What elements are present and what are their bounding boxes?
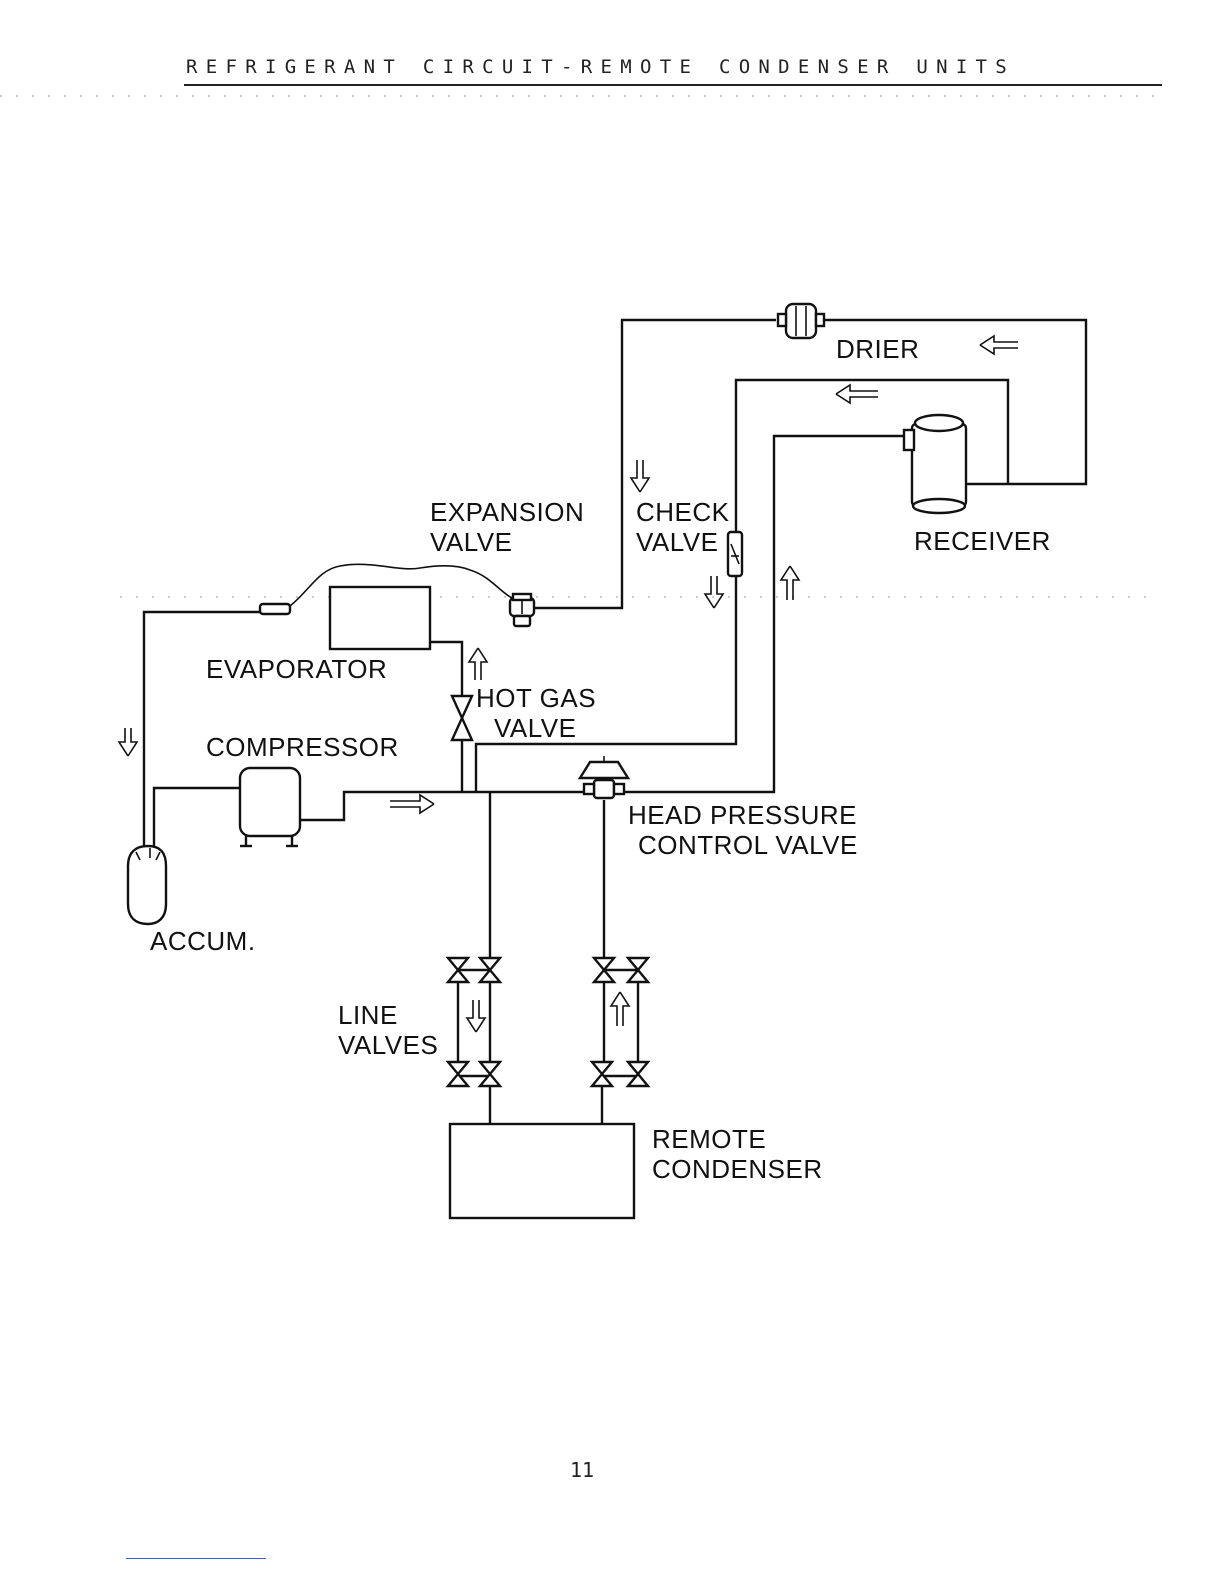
flow-arrow-left-icon xyxy=(836,385,878,403)
drier-label: DRIER xyxy=(836,334,919,364)
line-valve xyxy=(480,1062,500,1086)
flow-arrow-up-icon xyxy=(469,648,487,680)
expansion-valve-label: EXPANSION VALVE xyxy=(430,497,584,557)
remote-condenser-component xyxy=(450,1124,634,1218)
line-valve xyxy=(592,1062,612,1086)
drier-component xyxy=(778,304,824,338)
line-valves-label: LINE VALVES xyxy=(338,1000,438,1060)
flow-arrow-left-icon xyxy=(980,336,1018,354)
hot-gas-valve-label-line-1: HOT GAS xyxy=(476,683,596,713)
line-valve xyxy=(448,1062,468,1086)
line-valves-label-line-1: LINE xyxy=(338,1000,438,1030)
receiver-label: RECEIVER xyxy=(914,526,1051,556)
line-valves-label-line-2: VALVES xyxy=(338,1030,438,1060)
flow-arrow-down-icon xyxy=(467,1000,485,1032)
accumulator-compressor-pipe xyxy=(154,788,242,852)
footer-rule xyxy=(126,1558,266,1559)
accumulator-component xyxy=(128,846,166,924)
flow-arrow-down-icon xyxy=(631,460,649,492)
flow-arrow-right-icon xyxy=(390,795,434,813)
check-valve-label-line-2: VALVE xyxy=(636,527,730,557)
accumulator-label: ACCUM. xyxy=(150,926,256,956)
hot-gas-valve-label-line-2: VALVE xyxy=(476,713,596,743)
flow-arrow-down-icon xyxy=(119,728,137,756)
line-valve-piping xyxy=(458,970,638,1124)
receiver-inlet-pipe xyxy=(614,436,906,792)
evaporator-label: EVAPORATOR xyxy=(206,654,387,684)
flow-arrow-up-icon xyxy=(611,992,629,1026)
hot-gas-valve-component xyxy=(452,696,472,740)
line-valves-group xyxy=(448,958,648,1086)
liquid-line-pipe xyxy=(530,320,1086,608)
check-valve-label: CHECK VALVE xyxy=(636,497,730,557)
flow-arrow-down-icon xyxy=(705,576,723,608)
compressor-label: COMPRESSOR xyxy=(206,732,399,762)
remote-condenser-label: REMOTE CONDENSER xyxy=(652,1124,823,1184)
expansion-valve-label-line-2: VALVE xyxy=(430,527,584,557)
evaporator-component xyxy=(260,564,512,649)
line-valve xyxy=(628,1062,648,1086)
head-pressure-label-line-1: HEAD PRESSURE xyxy=(628,800,858,830)
hot-gas-valve-label: HOT GAS VALVE xyxy=(476,683,596,743)
flow-arrow-up-icon xyxy=(781,566,799,600)
page-number: 11 xyxy=(570,1458,594,1482)
head-pressure-control-valve-component xyxy=(580,756,628,798)
hot-gas-line-pipe xyxy=(430,642,462,792)
remote-condenser-label-line-2: CONDENSER xyxy=(652,1154,823,1184)
expansion-valve-component xyxy=(510,594,534,626)
head-pressure-label-line-2: CONTROL VALVE xyxy=(628,830,858,860)
check-valve-label-line-1: CHECK xyxy=(636,497,730,527)
receiver-component xyxy=(904,415,966,513)
check-valve-component xyxy=(728,532,742,576)
discharge-line-pipe xyxy=(298,792,588,820)
compressor-component xyxy=(240,768,300,846)
remote-condenser-label-line-1: REMOTE xyxy=(652,1124,823,1154)
head-pressure-control-valve-label: HEAD PRESSURE CONTROL VALVE xyxy=(628,800,858,860)
expansion-valve-label-line-1: EXPANSION xyxy=(430,497,584,527)
